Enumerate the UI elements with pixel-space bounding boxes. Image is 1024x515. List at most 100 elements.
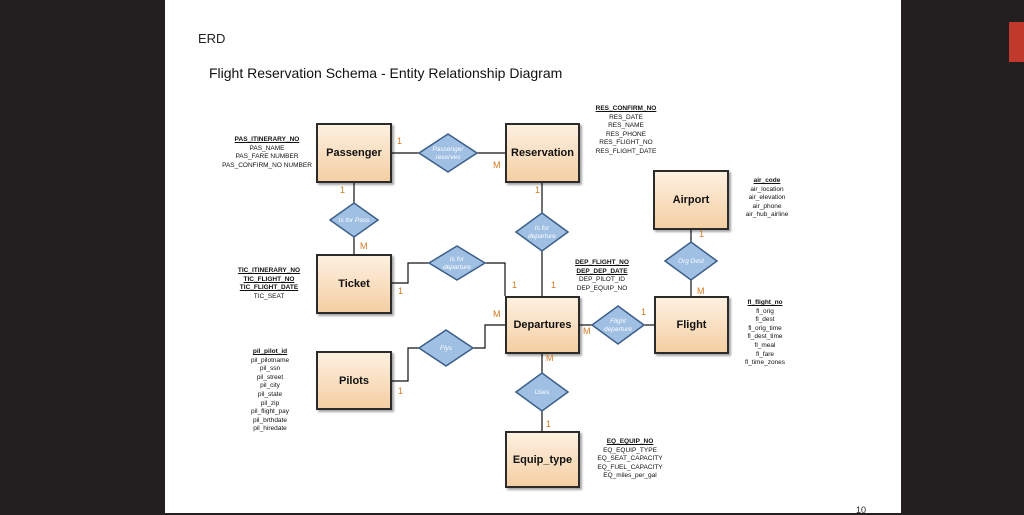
entity-airport: Airport (653, 170, 729, 230)
attribute: TIC_SEAT (253, 292, 285, 300)
attribute: pil_ssn (259, 365, 281, 373)
attribute: RES_DATE (609, 113, 643, 121)
relationship-is-for-departure-res (514, 212, 570, 252)
primary-key: PAS_ITINERARY_NO (234, 136, 300, 143)
svg-text:Passenger: Passenger (432, 146, 464, 153)
attributes-airport: air_code air_location air_elevation air_… (737, 177, 797, 220)
cardinality-label: 1 (397, 136, 403, 146)
attribute: fl_time_zones (744, 359, 786, 367)
primary-key: TIC_FLIGHT_DATE (239, 284, 299, 292)
attribute: fl_dest (755, 316, 775, 324)
attribute: RES_PHONE (605, 130, 647, 138)
attribute: air_hub_airline (745, 211, 789, 219)
relationship-is-for-pass (328, 202, 380, 238)
attribute: fl_meal (754, 341, 776, 349)
attribute: pil_street (256, 373, 284, 381)
primary-key: air_code (753, 177, 781, 184)
attribute: DEP_EQUIP_NO (576, 284, 628, 292)
svg-text:reserves: reserves (436, 154, 462, 161)
svg-text:departure: departure (443, 264, 471, 271)
attribute: fl_fare (755, 350, 775, 358)
attribute: PAS_NAME (249, 144, 285, 152)
svg-text:Flight: Flight (610, 318, 627, 325)
attribute: pil_brthdate (253, 416, 287, 424)
attribute: air_location (750, 185, 784, 193)
primary-key: RES_CONFIRM_NO (595, 105, 657, 112)
attribute: EQ_SEAT_CAPACITY (597, 455, 663, 463)
cardinality-label: 1 (546, 419, 552, 429)
cardinality-label: M (360, 241, 368, 251)
relationship-uses (514, 372, 570, 412)
svg-text:Flys: Flys (440, 345, 453, 352)
attributes-reservation: RES_CONFIRM_NO RES_DATE RES_NAME RES_PHO… (586, 105, 666, 157)
svg-text:Is for: Is for (535, 225, 550, 232)
relationship-flys (417, 329, 475, 367)
svg-text:departure: departure (528, 233, 556, 240)
relationship-flight-departure (590, 305, 646, 345)
relationship-passenger-reserves (417, 133, 479, 173)
cardinality-label: 1 (512, 280, 518, 290)
primary-key: TIC_FLIGHT_NO (243, 275, 295, 283)
attribute: DEP_PILOT_ID (579, 276, 625, 284)
attribute: EQ_FUEL_CAPACITY (597, 463, 663, 471)
attribute: pil_flight_pay (251, 408, 289, 416)
attribute: air_elevation (748, 194, 786, 202)
attribute: fl_dest_time (747, 333, 783, 341)
attributes-flight: fl_flight_no fl_orig fl_dest fl_orig_tim… (736, 299, 794, 368)
attributes-departures: DEP_FLIGHT_NO DEP_DEP_DATE DEP_PILOT_ID … (562, 259, 642, 293)
primary-key: DEP_DEP_DATE (576, 267, 628, 275)
primary-key: EQ_EQUIP_NO (606, 438, 654, 445)
svg-text:Org Dest: Org Dest (678, 258, 705, 265)
entity-flight: Flight (654, 296, 729, 354)
attribute: RES_NAME (608, 122, 644, 130)
cardinality-label: 1 (398, 286, 404, 296)
entity-reservation: Reservation (505, 123, 580, 183)
attribute: PAS_FARE NUMBER (235, 153, 299, 161)
attribute: pil_pilotname (250, 356, 290, 364)
cardinality-label: 1 (699, 229, 705, 239)
slide-page (165, 0, 901, 513)
attribute: pil_city (260, 382, 280, 390)
attribute: PAS_CONFIRM_NO NUMBER (222, 161, 312, 169)
svg-text:Is for Pass: Is for Pass (339, 217, 370, 224)
diagram-title: Flight Reservation Schema - Entity Relat… (209, 65, 563, 81)
entity-ticket: Ticket (316, 254, 392, 314)
attributes-equip-type: EQ_EQUIP_NO EQ_EQUIP_TYPE EQ_SEAT_CAPACI… (590, 438, 670, 481)
cardinality-label: M (583, 326, 591, 336)
scrollbar-marker (1009, 22, 1024, 62)
relationship-org-dest (663, 241, 719, 281)
entity-passenger: Passenger (316, 123, 392, 183)
attribute: EQ_miles_per_gal (603, 472, 657, 480)
section-label: ERD (198, 31, 226, 46)
page-number: 10 (856, 505, 867, 515)
attributes-ticket: TIC_ITINERARY_NO TIC_FLIGHT_NO TIC_FLIGH… (229, 267, 309, 301)
attributes-pilots: pil_pilot_id pil_pilotname pil_ssn pil_s… (240, 348, 300, 434)
attribute: pil_zip (260, 399, 280, 407)
attribute: pil_state (257, 390, 283, 398)
attribute: RES_FLIGHT_DATE (595, 147, 657, 155)
cardinality-label: 1 (340, 185, 346, 195)
cardinality-label: M (493, 309, 501, 319)
attribute: fl_orig_time (748, 324, 782, 332)
svg-text:Is for: Is for (450, 256, 465, 263)
entity-departures: Departures (505, 296, 580, 354)
primary-key: pil_pilot_id (252, 348, 288, 355)
cardinality-label: 1 (641, 307, 647, 317)
primary-key: TIC_ITINERARY_NO (237, 267, 301, 274)
svg-text:Uses: Uses (535, 389, 551, 396)
relationship-is-for-departure-tic (427, 245, 487, 281)
svg-text:departure: departure (604, 326, 632, 333)
primary-key: DEP_FLIGHT_NO (575, 259, 629, 266)
attribute: RES_FLIGHT_NO (599, 139, 653, 147)
entity-equip-type: Equip_type (505, 431, 580, 488)
cardinality-label: 1 (551, 280, 557, 290)
attribute: fl_orig (756, 307, 774, 315)
cardinality-label: M (546, 353, 554, 363)
cardinality-label: 1 (535, 185, 541, 195)
cardinality-label: M (697, 286, 705, 296)
attribute: EQ_EQUIP_TYPE (603, 446, 657, 454)
attribute: air_phone (752, 202, 782, 210)
attributes-passenger: PAS_ITINERARY_NO PAS_NAME PAS_FARE NUMBE… (219, 136, 315, 170)
cardinality-label: M (493, 160, 501, 170)
